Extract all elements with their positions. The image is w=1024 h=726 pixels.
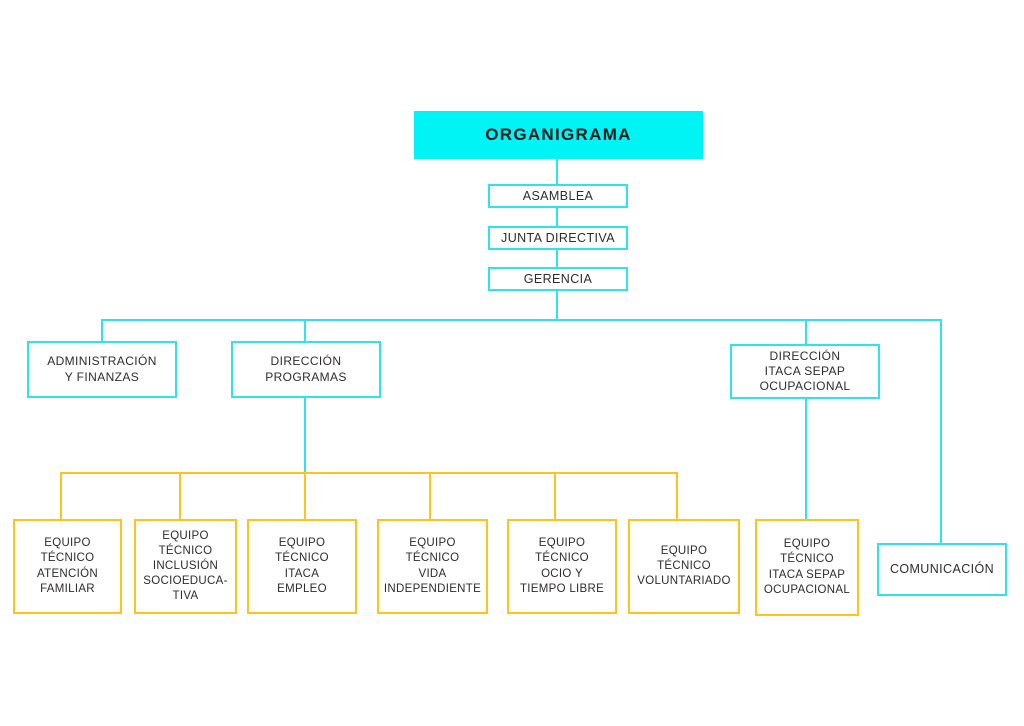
node-equipo-ocio-tiempo-libre: EQUIPO TÉCNICO OCIO Y TIEMPO LIBRE <box>507 519 617 614</box>
node-comunicacion: COMUNICACIÓN <box>877 543 1007 596</box>
node-equipo-inclusion-socioeducativa: EQUIPO TÉCNICO INCLUSIÓN SOCIOEDUCA- TIV… <box>134 519 237 614</box>
node-administracion-finanzas: ADMINISTRACIÓN Y FINANZAS <box>27 341 177 398</box>
node-direccion-programas: DIRECCIÓN PROGRAMAS <box>231 341 381 398</box>
node-gerencia: GERENCIA <box>488 267 628 291</box>
node-organigrama-title: ORGANIGRAMA <box>414 111 703 159</box>
node-equipo-itaca-sepap-ocupacional: EQUIPO TÉCNICO ITACA SEPAP OCUPACIONAL <box>755 519 859 616</box>
node-equipo-vida-independiente: EQUIPO TÉCNICO VIDA INDEPENDIENTE <box>377 519 488 614</box>
node-junta-directiva: JUNTA DIRECTIVA <box>488 226 628 250</box>
node-equipo-atencion-familiar: EQUIPO TÉCNICO ATENCIÓN FAMILIAR <box>13 519 122 614</box>
node-asamblea: ASAMBLEA <box>488 184 628 208</box>
node-equipo-voluntariado: EQUIPO TÉCNICO VOLUNTARIADO <box>628 519 740 614</box>
node-direccion-itaca-sepap: DIRECCIÓN ITACA SEPAP OCUPACIONAL <box>730 344 880 399</box>
node-equipo-itaca-empleo: EQUIPO TÉCNICO ITACA EMPLEO <box>247 519 357 614</box>
